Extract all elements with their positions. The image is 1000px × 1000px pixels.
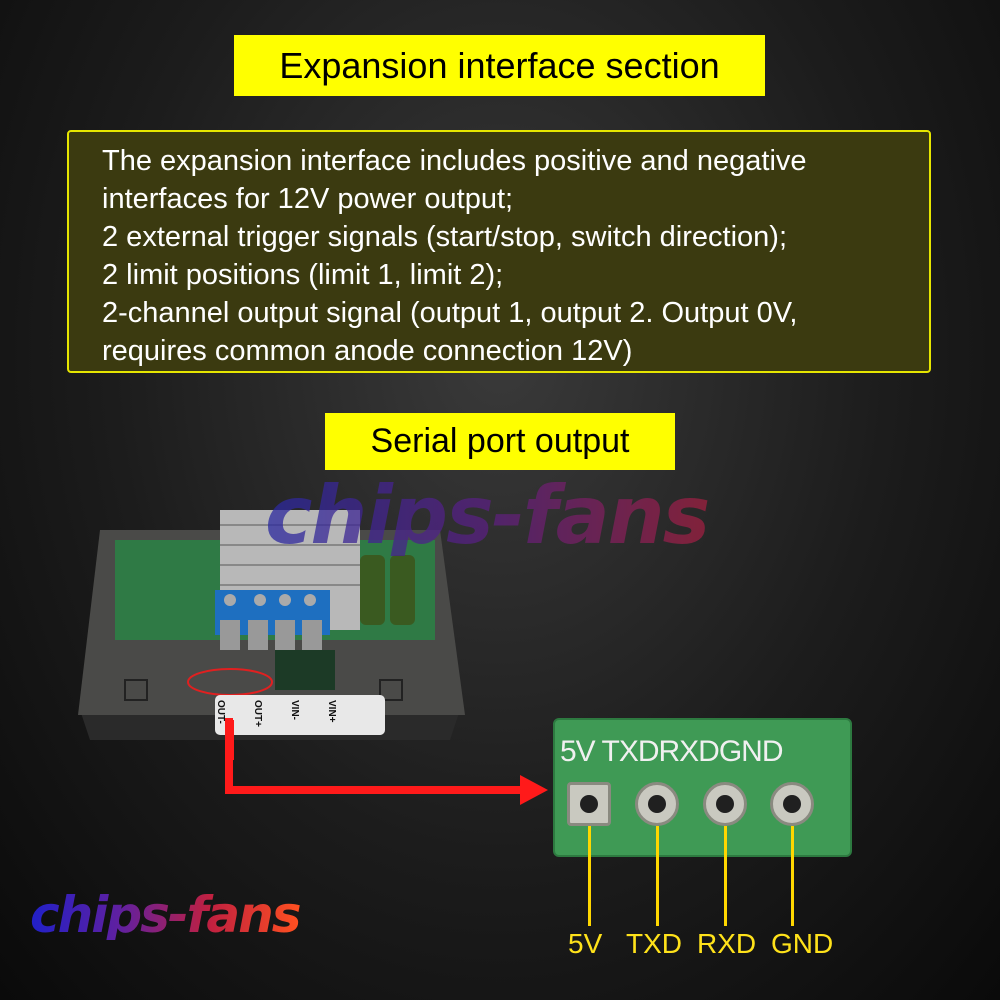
pin-label-txd: TXD bbox=[626, 928, 682, 959]
serial-port-title: Serial port output bbox=[325, 413, 675, 470]
description-line: 2 limit positions (limit 1, limit 2); bbox=[102, 259, 504, 291]
description-line: interfaces for 12V power output; bbox=[102, 183, 514, 215]
watermark-logo: chips-fans bbox=[30, 886, 302, 944]
description-box: The expansion interface includes positiv… bbox=[67, 130, 931, 373]
pin-label-rxd: RXD bbox=[697, 928, 757, 959]
description-line: requires common anode connection 12V) bbox=[102, 335, 633, 367]
pin-label-gnd: GND bbox=[771, 928, 834, 959]
pin-leader-line bbox=[656, 826, 659, 926]
watermark-logo: chips-fans bbox=[265, 469, 710, 562]
controller-module-image bbox=[78, 510, 465, 760]
pin-leader-line bbox=[724, 826, 727, 926]
pin-leader-line bbox=[791, 826, 794, 926]
terminal-label: VIN- bbox=[289, 700, 300, 720]
pcb-silkscreen: 5V TXDRXDGND bbox=[560, 735, 783, 768]
pin-pad-gnd bbox=[770, 782, 814, 826]
description-line: The expansion interface includes positiv… bbox=[102, 145, 807, 177]
pin-label-5v: 5V bbox=[568, 928, 603, 959]
section-title: Expansion interface section bbox=[234, 35, 765, 96]
terminal-label: VIN+ bbox=[326, 700, 337, 723]
pin-pad-5v bbox=[567, 782, 611, 826]
terminal-label: OUT- bbox=[215, 700, 226, 724]
description-line: 2 external trigger signals (start/stop, … bbox=[102, 221, 787, 253]
description-line: 2-channel output signal (output 1, outpu… bbox=[102, 297, 798, 329]
terminal-labels: OUT- OUT+ VIN- VIN+ bbox=[215, 700, 337, 727]
terminal-label: OUT+ bbox=[252, 700, 263, 727]
pin-pad-rxd bbox=[703, 782, 747, 826]
pin-leader-line bbox=[588, 826, 591, 926]
pin-pad-txd bbox=[635, 782, 679, 826]
